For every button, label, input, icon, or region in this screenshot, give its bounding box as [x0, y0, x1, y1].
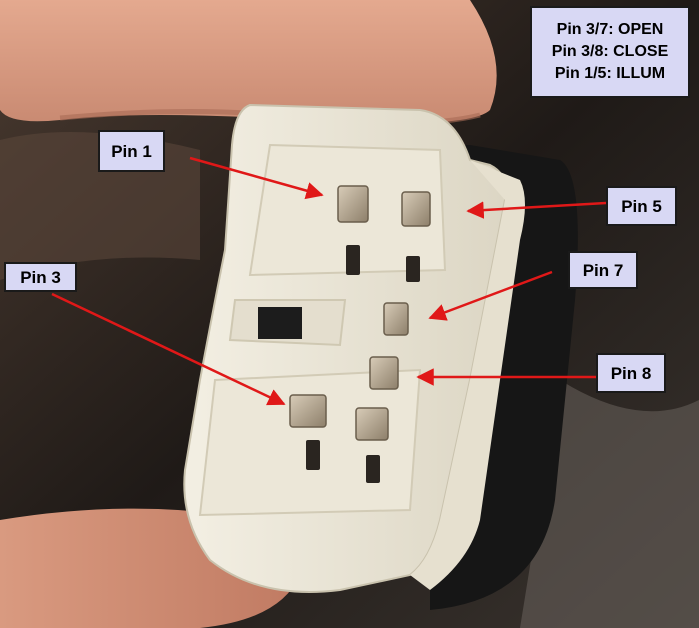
- callout-pin-5: Pin 5: [606, 186, 677, 226]
- callout-pin-3: Pin 3: [4, 262, 77, 292]
- legend-line-open: Pin 3/7: OPEN: [556, 21, 664, 38]
- pin-function-legend: Pin 3/7: OPEN Pin 3/8: CLOSE Pin 1/5: IL…: [530, 6, 690, 98]
- callout-pin-7: Pin 7: [568, 251, 638, 289]
- pin-contact: [406, 256, 420, 282]
- arrow-pin1: [189, 156, 324, 200]
- pin-contact: [369, 356, 399, 390]
- pin-contact: [306, 440, 320, 470]
- square-hole: [258, 307, 302, 339]
- legend-line-close: Pin 3/8: CLOSE: [551, 43, 669, 60]
- arrow-pin3: [51, 292, 286, 406]
- callout-pin-8: Pin 8: [596, 353, 666, 393]
- thumb-top: [0, 0, 497, 124]
- pin-contact: [383, 302, 409, 336]
- legend-line-illum: Pin 1/5: ILLUM: [554, 65, 666, 82]
- pin-contact: [366, 455, 380, 483]
- arrow-pin7: [428, 270, 553, 321]
- pin-contact: [337, 185, 369, 223]
- arrow-pin5: [466, 201, 607, 219]
- pin-contact: [355, 407, 389, 441]
- callout-pin-1: Pin 1: [98, 130, 165, 172]
- pin-contact: [289, 394, 327, 428]
- pin-contact: [346, 245, 360, 275]
- pin-contact: [401, 191, 431, 227]
- connector-side: [410, 160, 525, 590]
- background-highlight: [520, 380, 699, 628]
